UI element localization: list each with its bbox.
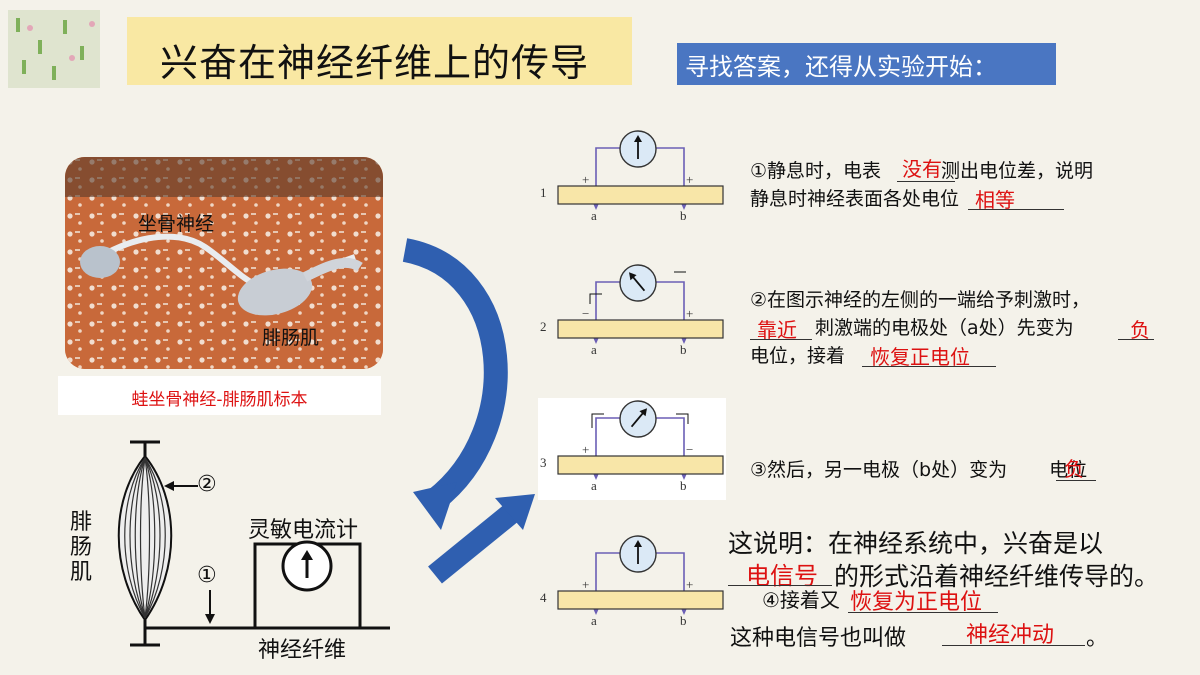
step1-blank1 [897,181,955,182]
left-electrode-sign: + [582,172,590,187]
muscle-vertical-label: 腓肠肌 [70,510,93,585]
step1-prefix: ①静息时，电表 [750,160,882,182]
experiment-diagram-2 [557,264,724,344]
step4-blank [848,612,998,613]
point-b-label: b [680,342,687,357]
subtitle-banner [677,43,1056,85]
point-b-label: b [680,478,687,493]
experiment-diagram-3 [557,400,724,480]
step2-answer3: 恢复正电位 [870,345,970,369]
sciatic-nerve-label: 坐骨神经 [138,213,215,235]
conclusion-answer2: 神经冲动 [966,623,1055,648]
point-b-label: b [680,613,687,628]
experiment-diagram-4 [557,535,724,615]
step2-blank2 [1118,339,1154,340]
experiment-number: 4 [540,590,547,605]
left-electrode-sign: + [582,577,590,592]
step1-answer2: 相等 [975,188,1015,212]
step3-answer: 负 [1064,457,1084,481]
step1-line2: 静息时神经表面各处电位 [750,188,960,210]
experiment-number: 3 [540,455,547,470]
step3-blank [1056,480,1096,481]
conclusion-line2: 的形式沿着神经纤维传导的。 [834,562,1160,591]
step2-blank3 [862,366,996,367]
conclusion-line1: 这说明：在神经系统中，兴奋是以 [728,529,1104,558]
marker-2-label: ② [197,472,217,497]
galvanometer-label: 灵敏电流计 [248,518,359,543]
flow-arrows [402,238,535,584]
step2-blank1 [750,339,812,340]
conclusion-line3: 这种电信号也叫做 [730,626,907,651]
right-electrode-sign: + [686,172,694,187]
cactus-pattern-icon [8,10,100,88]
point-a-label: a [591,208,597,223]
step3-suffix: 电位 [1049,459,1088,481]
left-electrode-sign: + [582,442,590,457]
point-a-label: a [591,478,597,493]
frog-specimen-image [65,157,383,369]
step2-line3: 电位，接着 [750,345,846,367]
conclusion-blank2 [942,645,1085,646]
step1-suffix: 测出电位差，说明 [941,160,1094,182]
caption-box [58,376,381,415]
corner-decoration [8,10,100,88]
experiment-number: 1 [540,185,547,200]
right-electrode-sign: + [686,577,694,592]
step1-line1: ①静息时，电表 测出电位差，说明 [750,157,1093,185]
point-b-label: b [680,208,687,223]
step3-line: ③然后，另一电极（b处）变为 电位 [750,456,1087,484]
gastrocnemius-label: 腓肠肌 [262,327,320,349]
nerve-fiber-label: 神经纤维 [258,638,347,663]
point-a-label: a [591,342,597,357]
right-electrode-sign: + [686,306,694,321]
right-electrode-sign: − [686,442,694,457]
marker-1-label: ① [197,563,217,588]
apparatus-diagram [117,440,390,647]
step1-blank2 [968,209,1064,210]
photo-caption: 蛙坐骨神经-腓肠肌标本 [131,390,308,410]
experiment-diagram-1 [557,130,724,210]
page-title: 兴奋在神经纤维上的传导 [160,41,590,85]
title-banner [127,17,632,85]
subtitle: 寻找答案，还得从实验开始： [685,53,997,81]
step4-line: ④接着又 [762,588,840,612]
step4-answer: 恢复为正电位 [850,590,983,615]
experiment-number: 2 [540,319,547,334]
point-a-label: a [591,613,597,628]
left-electrode-sign: − [582,306,590,321]
step3-prefix: ③然后，另一电极（b处）变为 [750,459,1008,481]
specimen-photo [65,157,383,369]
step2-answer1: 靠近 [757,318,797,342]
conclusion-blank1 [728,585,832,586]
step2-line1: ②在图示神经的左侧的一端给予刺激时， [750,289,1091,311]
conclusion-end: 。 [1086,626,1109,651]
step2-line2: 刺激端的电极处（a处）先变为 [815,317,1074,339]
step2-answer2: 负 [1130,318,1150,342]
step1-answer1: 没有 [902,157,942,181]
